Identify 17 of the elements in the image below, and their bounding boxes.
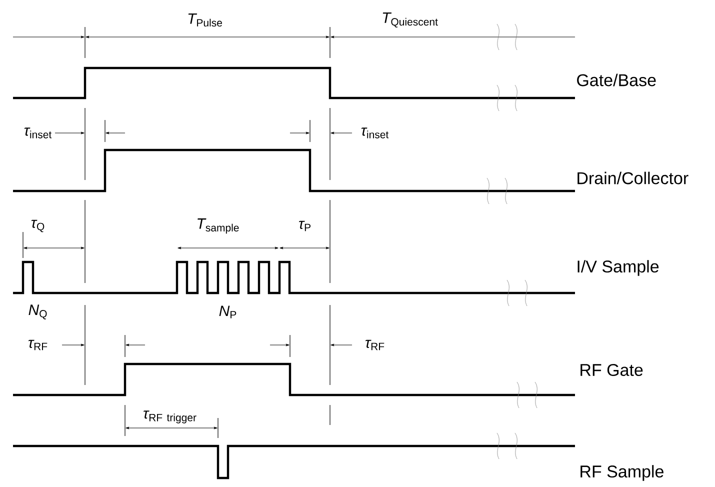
signal-name: RF Sample — [580, 465, 664, 481]
dimension-label: $\mathit{τ}_{\mathrm{RF\ trigger}}$ — [144, 410, 196, 424]
dimension-label: $\mathit{τ}_{\mathrm{P}}$ — [299, 220, 310, 232]
dimension-label: $\mathit{T}_{\mathrm{Pulse}}$ — [188, 13, 222, 27]
dimension-label: $\mathit{τ}_{\mathrm{inset}}$ — [24, 128, 52, 138]
dimension-label: $\mathit{τ}_{\mathrm{Q}}$ — [31, 220, 44, 232]
signal-name: I/V Sample — [578, 260, 659, 276]
dimension-label: $\mathit{T}_{\mathrm{Quiescent}}$ — [382, 12, 438, 28]
signal-name: RF Gate — [580, 364, 643, 376]
dimension-label: $\mathit{τ}_{\mathrm{inset}}$ — [361, 128, 389, 138]
pulse-count-label: $\mathit{N}_{\mathrm{P}}$ — [219, 306, 236, 318]
signal-name: Drain/Collector — [578, 172, 688, 184]
dimension-label: $\mathit{T}_{\mathrm{sample}}$ — [198, 218, 239, 234]
dimension-label: $\mathit{τ}_{\mathrm{RF}}$ — [366, 340, 384, 350]
signal-name: Gate/Base — [577, 74, 656, 86]
dimension-label: $\mathit{τ}_{\mathrm{RF}}$ — [28, 340, 48, 350]
pulse-count-label: $\mathit{N}_{\mathrm{Q}}$ — [28, 304, 47, 320]
